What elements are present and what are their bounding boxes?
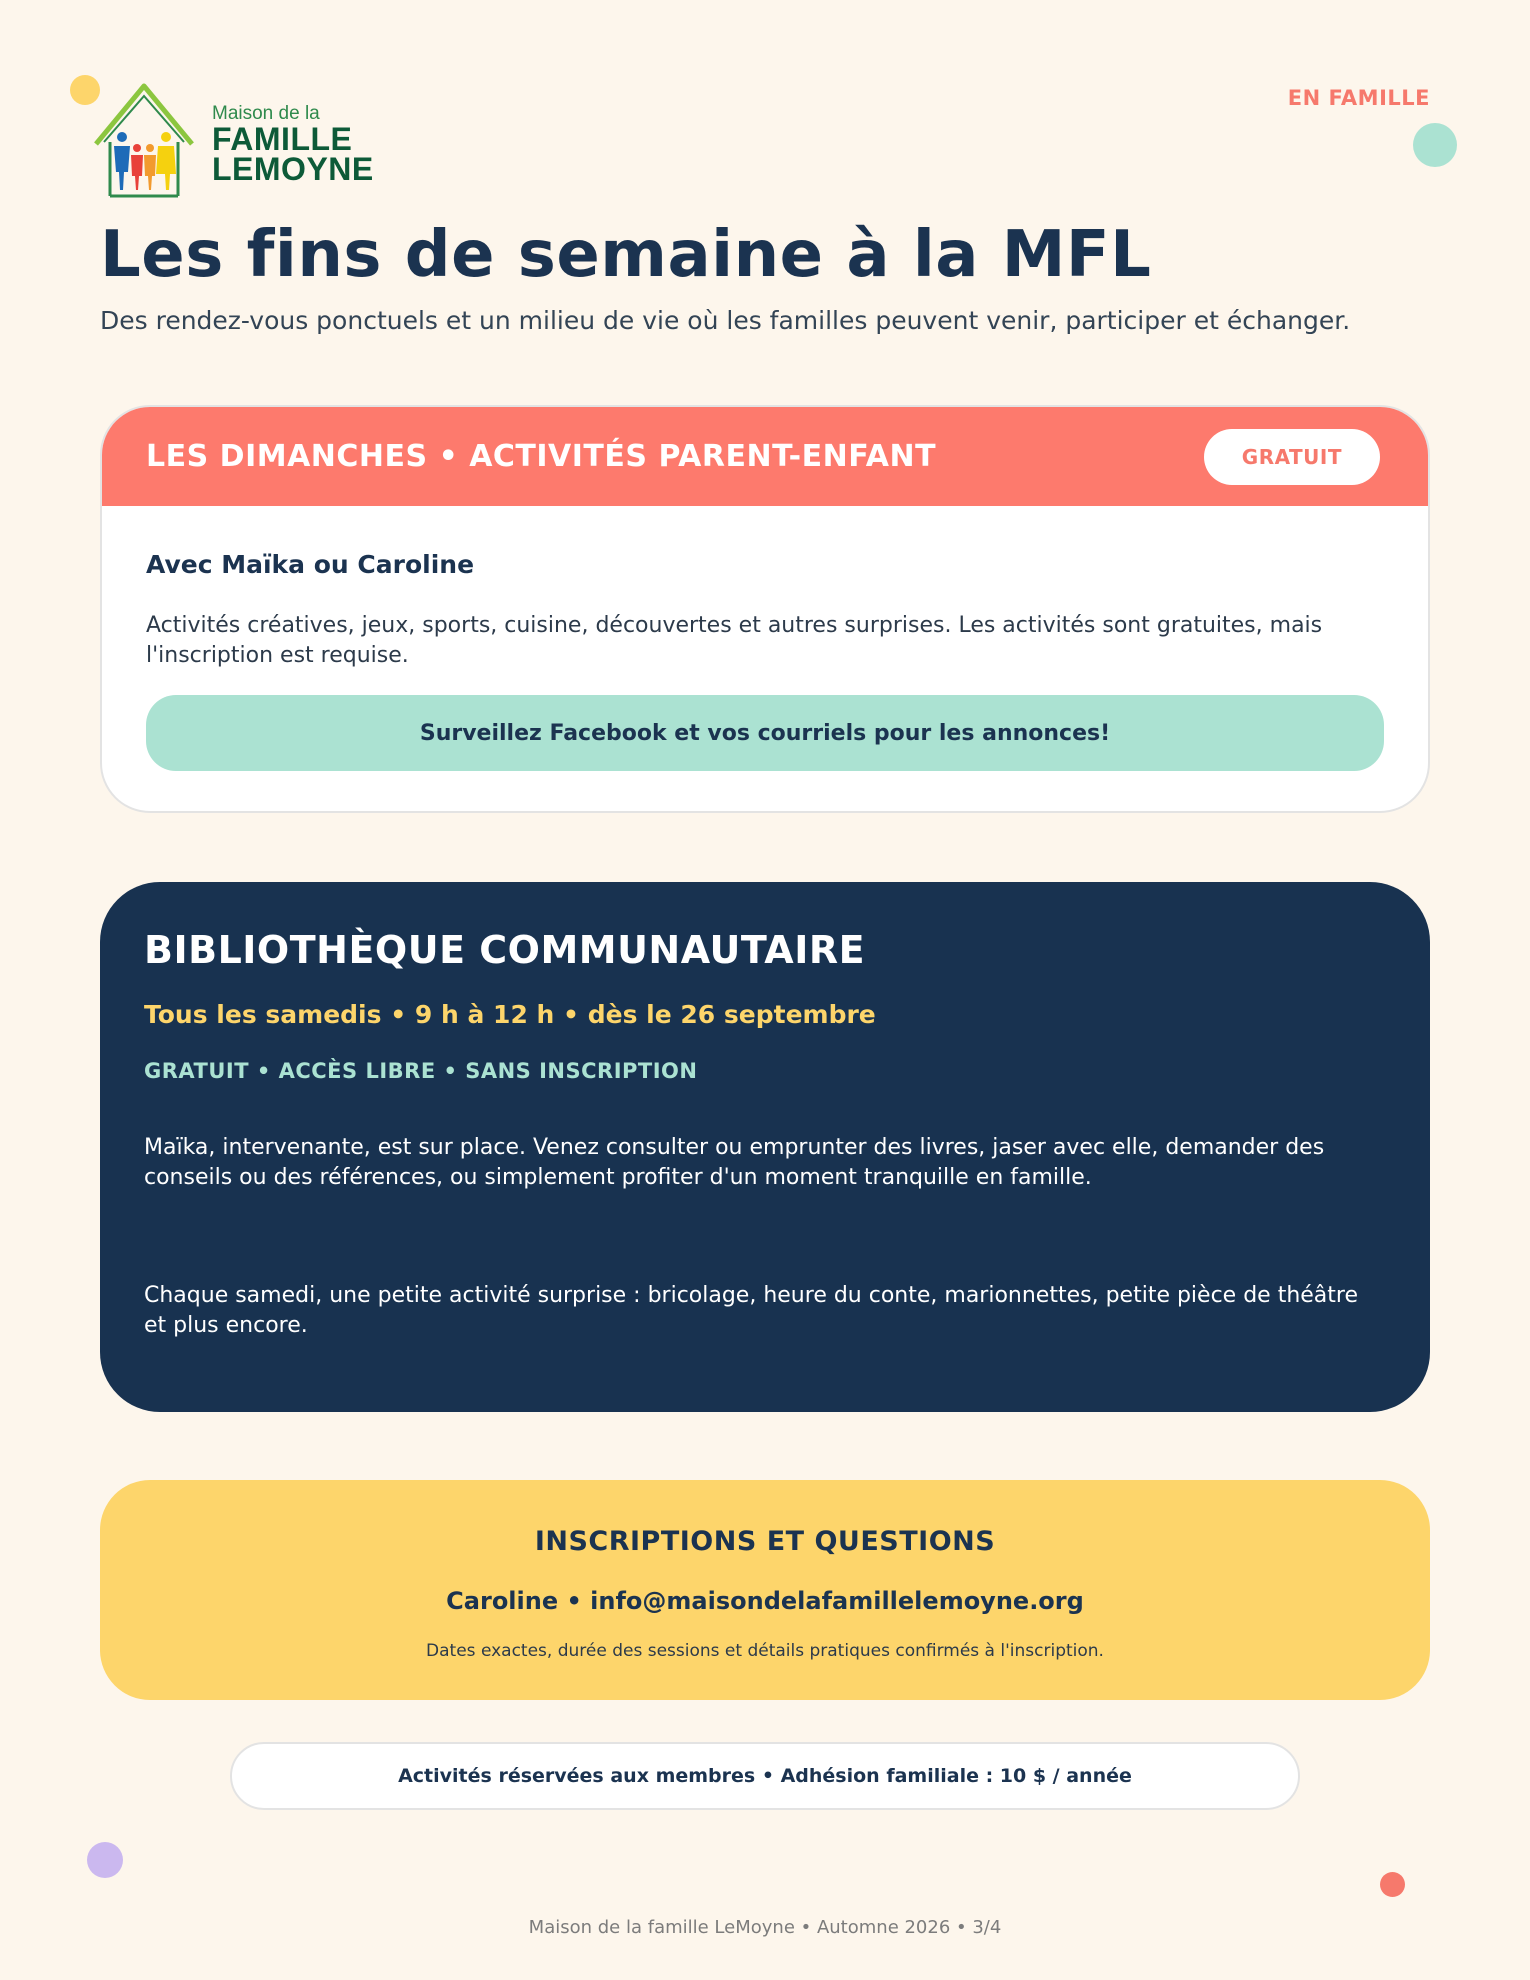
- sundays-description: Activités créatives, jeux, sports, cuisi…: [146, 613, 1323, 668]
- sundays-card: LES DIMANCHES • ACTIVITÉS PARENT-ENFANT …: [100, 405, 1430, 813]
- page-subtitle: Des rendez-vous ponctuels et un milieu d…: [100, 306, 1351, 335]
- logo-line-1: Maison de la: [212, 103, 320, 124]
- logo-line-2: FAMILLE: [212, 121, 353, 157]
- library-tags: GRATUIT • ACCÈS LIBRE • SANS INSCRIPTION: [144, 1059, 698, 1083]
- page-title: Les fins de semaine à la MFL: [100, 218, 1152, 292]
- decorative-dot-coral: [1380, 1872, 1405, 1897]
- library-title: BIBLIOTHÈQUE COMMUNAUTAIRE: [144, 928, 866, 972]
- contact-card: INSCRIPTIONS ET QUESTIONS Caroline • inf…: [100, 1480, 1430, 1700]
- sundays-card-title: LES DIMANCHES • ACTIVITÉS PARENT-ENFANT: [146, 439, 937, 474]
- section-tag: EN FAMILLE: [1287, 86, 1430, 110]
- house-family-icon: [94, 83, 194, 198]
- library-schedule: Tous les samedis • 9 h à 12 h • dès le 2…: [144, 1000, 876, 1029]
- page-footer: Maison de la famille LeMoyne • Automne 2…: [528, 1917, 1002, 1938]
- logo: Maison de la FAMILLE LEMOYNE: [92, 82, 392, 202]
- membership-banner: Activités réservées aux membres • Adhési…: [230, 1742, 1300, 1810]
- contact-title: INSCRIPTIONS ET QUESTIONS: [534, 1526, 996, 1557]
- decorative-dot-purple: [87, 1842, 123, 1878]
- library-card: BIBLIOTHÈQUE COMMUNAUTAIRE Tous les same…: [100, 882, 1430, 1412]
- contact-email-line: Caroline • info@maisondelafamillelemoyne…: [446, 1587, 1084, 1615]
- sundays-hosts: Avec Maïka ou Caroline: [146, 550, 475, 579]
- logo-line-3: LEMOYNE: [212, 151, 374, 187]
- contact-note: Dates exactes, durée des sessions et dét…: [426, 1641, 1104, 1661]
- library-paragraph-1: Maïka, intervenante, est sur place. Vene…: [144, 1135, 1325, 1190]
- free-badge: GRATUIT: [1203, 428, 1380, 485]
- decorative-dot-yellow: [70, 75, 100, 105]
- logo-wordmark: Maison de la FAMILLE LEMOYNE: [212, 103, 374, 187]
- sundays-card-header: LES DIMANCHES • ACTIVITÉS PARENT-ENFANT …: [102, 407, 1428, 506]
- decorative-dot-mint: [1413, 123, 1457, 167]
- announcement-callout: Surveillez Facebook et vos courriels pou…: [146, 695, 1384, 771]
- library-paragraph-2: Chaque samedi, une petite activité surpr…: [144, 1283, 1359, 1338]
- sundays-card-body: Avec Maïka ou Caroline Activités créativ…: [102, 506, 1428, 771]
